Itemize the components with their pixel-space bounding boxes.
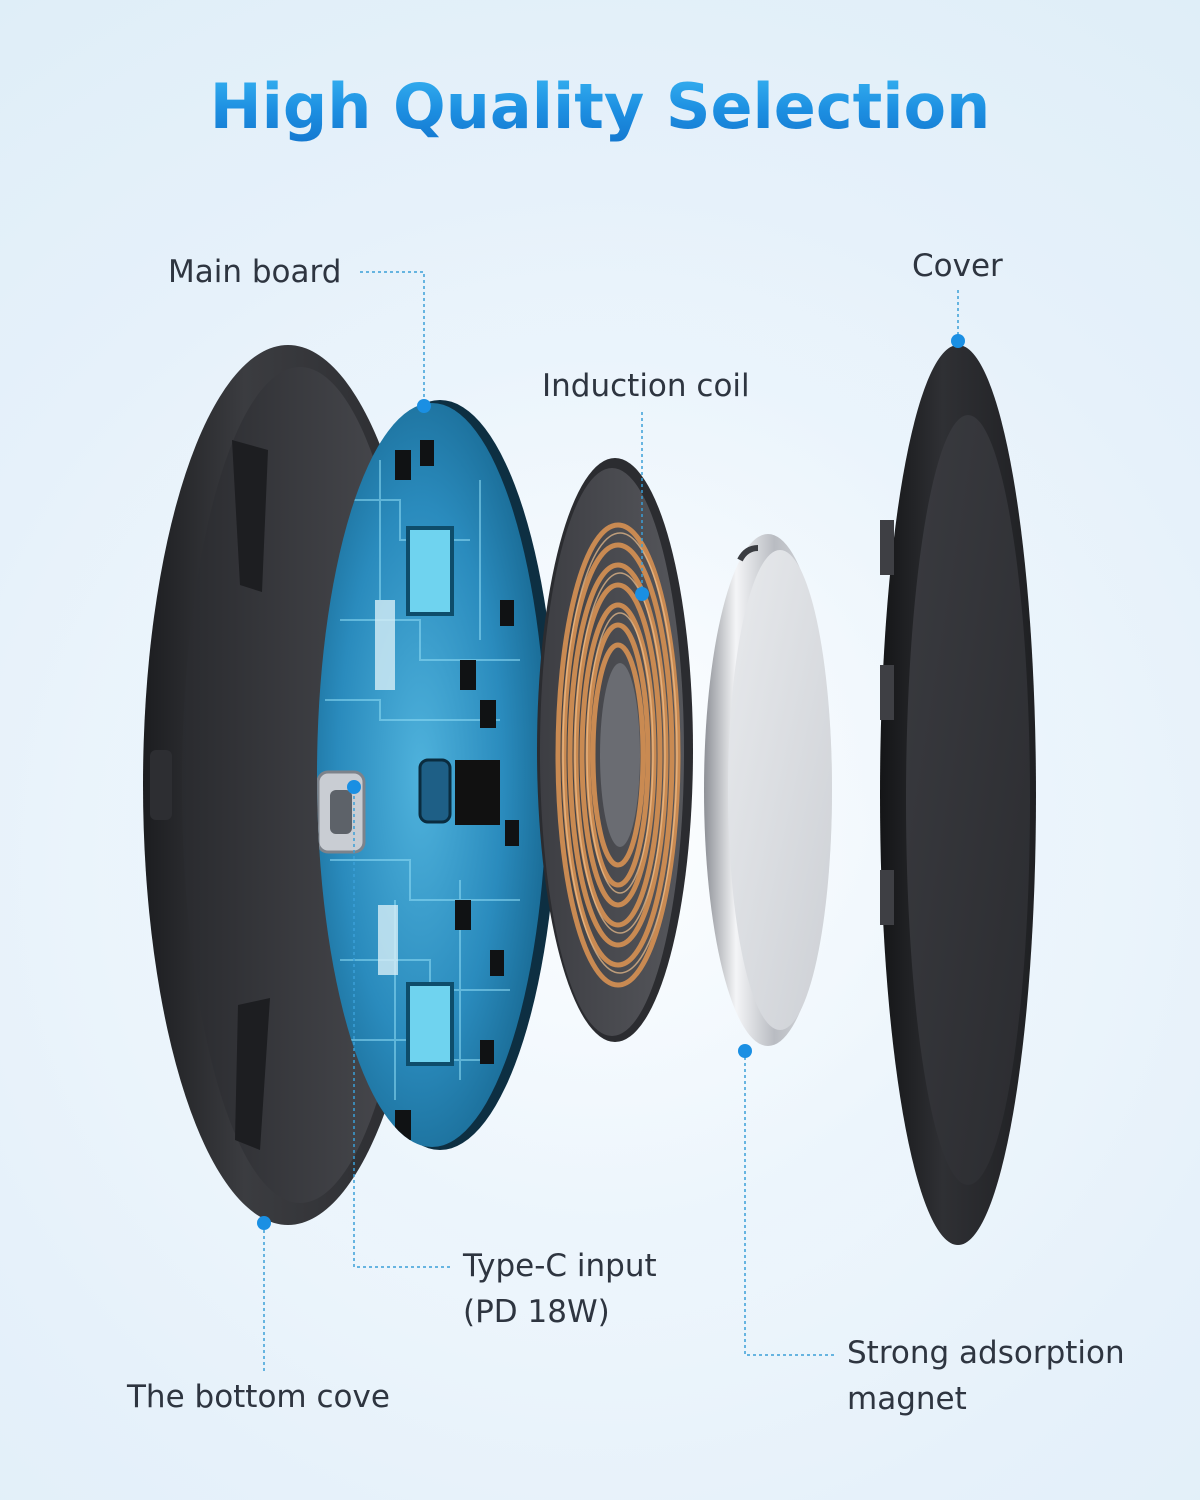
marker-dots: [257, 334, 965, 1230]
main-board-marker-dot: [417, 399, 431, 413]
magnet-part: [704, 534, 832, 1046]
bottom-cover-marker-dot: [257, 1216, 271, 1230]
cover-label: Cover: [912, 248, 1003, 284]
induction-coil-marker-dot: [635, 587, 649, 601]
main-board-label: Main board: [168, 254, 342, 290]
type-c-label-line2: (PD 18W): [463, 1294, 610, 1330]
induction-coil-part: [537, 458, 693, 1042]
bottom-cover-label: The bottom cove: [127, 1379, 390, 1415]
type-c-leader-line: [353, 790, 452, 1268]
magnet-label-line1: Strong adsorption: [847, 1335, 1125, 1371]
type-c-label-line1: Type-C input: [463, 1248, 657, 1284]
type-c-marker-dot: [347, 780, 361, 794]
page-title: High Quality Selection: [0, 70, 1200, 143]
induction-coil-label: Induction coil: [542, 368, 750, 404]
magnet-leader-line: [744, 1051, 835, 1356]
magnet-label-line2: magnet: [847, 1381, 967, 1417]
cover-part: [880, 345, 1036, 1245]
magnet-marker-dot: [738, 1044, 752, 1058]
leader-lines: [263, 271, 959, 1372]
cover-marker-dot: [951, 334, 965, 348]
main-board-leader-line: [360, 271, 425, 406]
main-board-part: [317, 400, 558, 1150]
